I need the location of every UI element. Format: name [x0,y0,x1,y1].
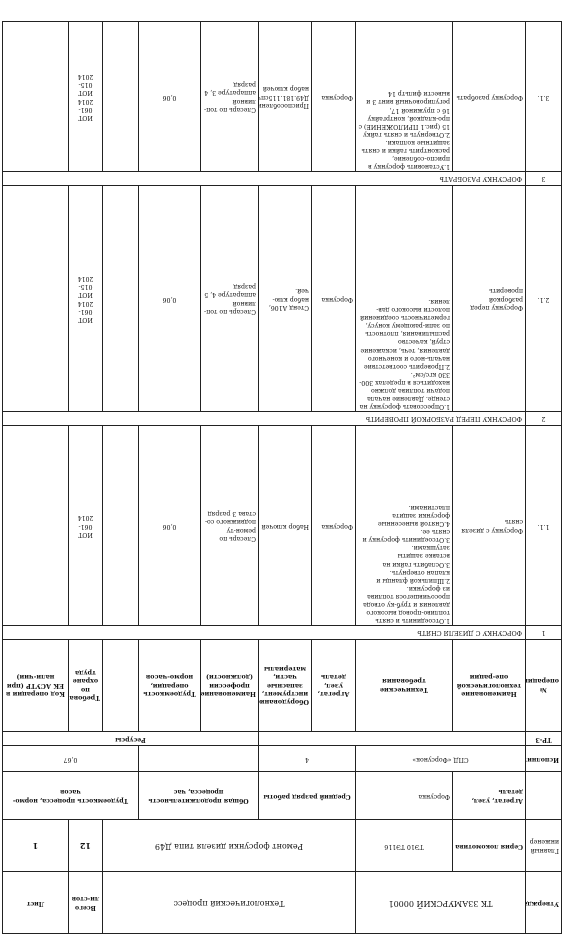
labor-value: 0,67 [2,745,139,772]
col-safety: Требования по охране труда [68,639,103,732]
total-sheets-value: 12 [68,819,103,872]
col-op-name: Наименование технологической опе-рации [452,639,526,732]
op-equipment: Стенд А106, набор клю-чей. [258,185,312,412]
executor-value: СПД «Форсунок» [355,745,526,772]
process-name: Ремонт форсунки дизеля типа Д49 [102,819,356,872]
approve-label: Утверждаю: [525,871,562,934]
op-unit: Форсунка [311,425,356,626]
resources-label: Ресурсы [2,731,259,746]
op-number: 1.1. [525,425,562,626]
op-number: 3.1. [525,21,562,172]
op-empty [102,21,139,172]
col-equipment: Оборудование, инструмент, запасные части… [258,639,312,732]
duration-label: Общая продолжительность процесса, час [138,771,259,820]
op-requirements: 1.Опрессовать форсунку на стенде. Давлен… [355,185,453,412]
series-label: Серия локомотива [452,819,526,872]
header-table: Утверждаю: ТК 33АМУРСКИЙ 00001 Технологи… [2,639,562,934]
op-code [2,21,69,172]
sheet-label: Лист [2,871,69,934]
op-equipment: Приспособление Д49.181.115спч, набор клю… [258,21,312,172]
op-name: Форсунку разобрать [452,21,526,172]
op-labor: 0,06 [138,185,201,412]
op-profession: Слесарь по топ-ливной аппаратуре 4, 5 ра… [200,185,259,412]
approver-role: Главный инженер [525,819,562,872]
section-title: ФОРСУНКУ С ДИЗЕЛЯ СНЯТЬ [2,625,526,640]
section-number: 2 [525,411,562,426]
op-unit: Форсунка [311,21,356,172]
unit-label: Агрегат, узел, деталь [452,771,526,820]
col-unit: Агрегат, узел, деталь [311,639,356,732]
op-name: Форсунку с дизеля снять [452,425,526,626]
op-equipment: Набор ключей [258,425,312,626]
col-labor: Трудоемкость операции, нормо-часов [138,639,201,732]
op-requirements: 1.Установить форсунку в приспо-собление,… [355,21,453,172]
section-number: 1 [525,625,562,640]
duration-value [138,745,259,772]
section-title: ФОРСУНКУ РАЗОБРАТЬ [2,171,526,186]
op-profession: Слесарь по ремон-ту подвижного со-става … [200,425,259,626]
op-code [2,185,69,412]
series-value: ТЭ10 ТЭ116 [355,819,453,872]
op-empty [102,185,139,412]
op-requirements: 1.Отсоединить и снять топливо-провод выс… [355,425,453,626]
op-labor: 0,06 [138,425,201,626]
op-safety: ИОТ 061-2014 ИОТ 015-2014 [68,21,103,172]
doc-code: ТК 33АМУРСКИЙ 00001 [355,871,526,934]
op-number: 2.1. [525,185,562,412]
op-labor: 0,06 [138,21,201,172]
op-unit: Форсунка [311,185,356,412]
avg-grade-label: Средний разряд работы [258,771,356,820]
section-title: ФОРСУНКУ ПЕРЕД РАЗБОРКОЙ ПРОВЕРИТЬ [2,411,526,426]
process-title: Технологический процесс [102,871,356,934]
labor-label: Трудоемкость процесса, нормо-часов [2,771,139,820]
op-safety: ИОТ 061-2014 ИОТ 015-2014 [68,185,103,412]
col-empty [102,639,139,732]
avg-grade-value: 4 [258,745,356,772]
op-name: Форсунку перед разборкой проверить [452,185,526,412]
sheet-value: 1 [2,819,69,872]
cycle-label: ТР-3 [525,731,562,746]
executor-label: Исполнитель [525,745,562,772]
col-profession: Наименование профессии (должности) [200,639,259,732]
op-code [2,425,69,626]
op-empty [102,425,139,626]
unit-value: Форсунка [355,771,453,820]
op-profession: Слесарь по топ-ливной аппаратуре 3, 4 ра… [200,21,259,172]
total-sheets-label: Всего ли-стов [68,871,103,934]
col-num: № операции [525,639,562,732]
col-code: Код операции в ЕК АСУТР (при нали-чии) [2,639,69,732]
section-number: 3 [525,171,562,186]
op-safety: ИОТ 061-2014 [68,425,103,626]
col-requirements: Технические требования [355,639,453,732]
